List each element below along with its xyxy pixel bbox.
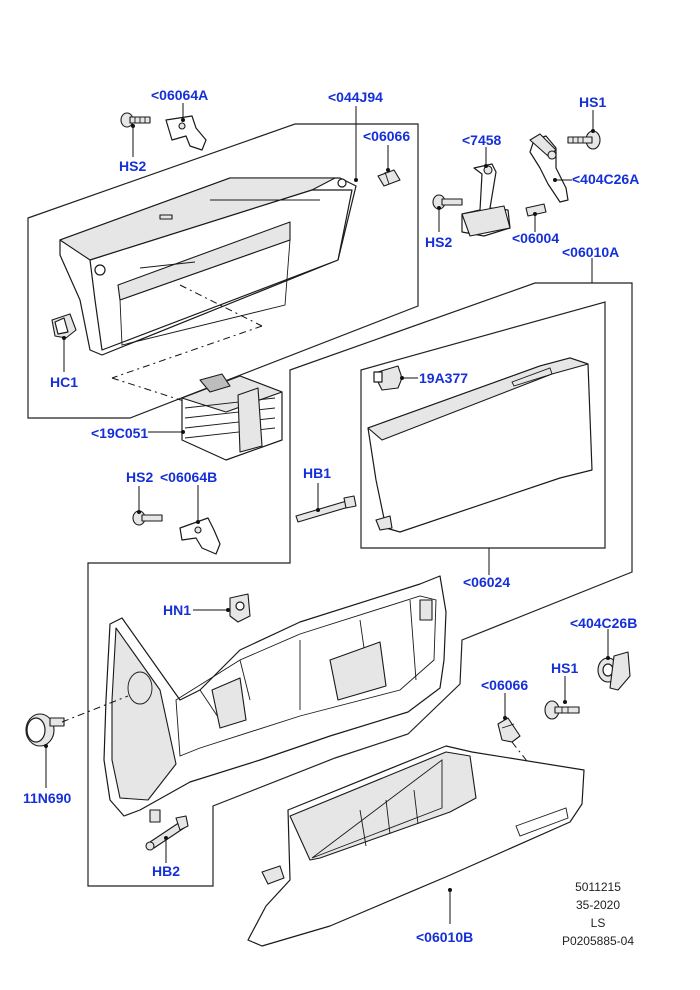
reference-code-1: 5011215 [575, 880, 621, 894]
callout-06024[interactable]: <06024 [463, 574, 510, 590]
callout-404c26b[interactable]: <404C26B [570, 615, 637, 631]
bolt-hb2-part[interactable] [145, 815, 189, 851]
screw-hs2-mid[interactable] [132, 510, 163, 526]
bolt-hb1-part[interactable] [295, 495, 357, 523]
lock-404c26b-part[interactable] [597, 651, 631, 691]
clip-hc1-part[interactable] [51, 313, 77, 339]
hinge-19a377-part[interactable] [373, 365, 403, 391]
screw-hs2-top-left[interactable] [120, 112, 151, 128]
callout-06066-top[interactable]: <06066 [363, 128, 410, 144]
reference-code-4: P0205885-04 [562, 934, 634, 948]
screw-hs1-bottom[interactable] [544, 700, 580, 720]
reference-code-3: LS [591, 916, 606, 930]
bracket-06064a-part[interactable] [165, 115, 207, 151]
glovebox-06010b-part[interactable] [247, 745, 585, 947]
screw-hs1-top[interactable] [567, 130, 601, 150]
vent-19c051-part[interactable] [181, 373, 283, 461]
assembly-line-b [111, 325, 263, 379]
callout-7458[interactable]: <7458 [462, 132, 502, 148]
callout-hs2-top-right[interactable]: HS2 [425, 234, 452, 250]
assembly-line-c [111, 377, 219, 413]
callout-hs1-bottom[interactable]: HS1 [551, 660, 578, 676]
callout-06064b[interactable]: <06064B [160, 469, 217, 485]
frame-glovebox-lid [360, 301, 606, 549]
pin-06004-part[interactable] [525, 203, 547, 217]
frame-glovebox-door-assembly [87, 282, 633, 887]
callout-hs2-top-left[interactable]: HS2 [119, 158, 146, 174]
frame-upper-storage-assembly [27, 123, 419, 419]
nut-hn1-part[interactable] [229, 593, 251, 623]
callout-06064a[interactable]: <06064A [151, 87, 208, 103]
callout-hs2-mid[interactable]: HS2 [126, 469, 153, 485]
callout-hc1[interactable]: HC1 [50, 374, 78, 390]
knob-11n690-part[interactable] [25, 713, 65, 747]
callout-19a377[interactable]: 19A377 [419, 370, 468, 386]
callout-hs1-top[interactable]: HS1 [579, 94, 606, 110]
glovebox-lid-06024-part[interactable] [367, 357, 593, 533]
callout-hb1[interactable]: HB1 [303, 465, 331, 481]
callout-404c26a[interactable]: <404C26A [572, 171, 639, 187]
screw-hs2-top-right[interactable] [432, 194, 463, 210]
latch-7458-part[interactable] [461, 163, 511, 237]
callout-11n690[interactable]: 11N690 [23, 790, 71, 806]
bumper-06066-bottom-part[interactable] [497, 717, 521, 743]
reference-code-2: 35-2020 [576, 898, 620, 912]
glovebox-carrier-frame-part[interactable] [103, 575, 447, 823]
callout-hn1[interactable]: HN1 [163, 602, 191, 618]
callout-19c051[interactable]: <19C051 [91, 425, 148, 441]
bracket-06064b-part[interactable] [179, 517, 221, 555]
callout-044j94[interactable]: <044J94 [328, 89, 383, 105]
callout-06010b[interactable]: <06010B [416, 929, 473, 945]
callout-06004[interactable]: <06004 [512, 230, 559, 246]
assembly-line-knob [61, 695, 129, 723]
callout-hb2[interactable]: HB2 [152, 863, 180, 879]
lever-404c26a-part[interactable] [529, 133, 569, 203]
assembly-line-a [179, 284, 263, 327]
callout-06010a[interactable]: <06010A [562, 244, 619, 260]
callout-06066-bottom[interactable]: <06066 [481, 677, 528, 693]
bumper-06066-top-part[interactable] [377, 169, 401, 187]
storage-bin-part[interactable] [59, 177, 357, 356]
